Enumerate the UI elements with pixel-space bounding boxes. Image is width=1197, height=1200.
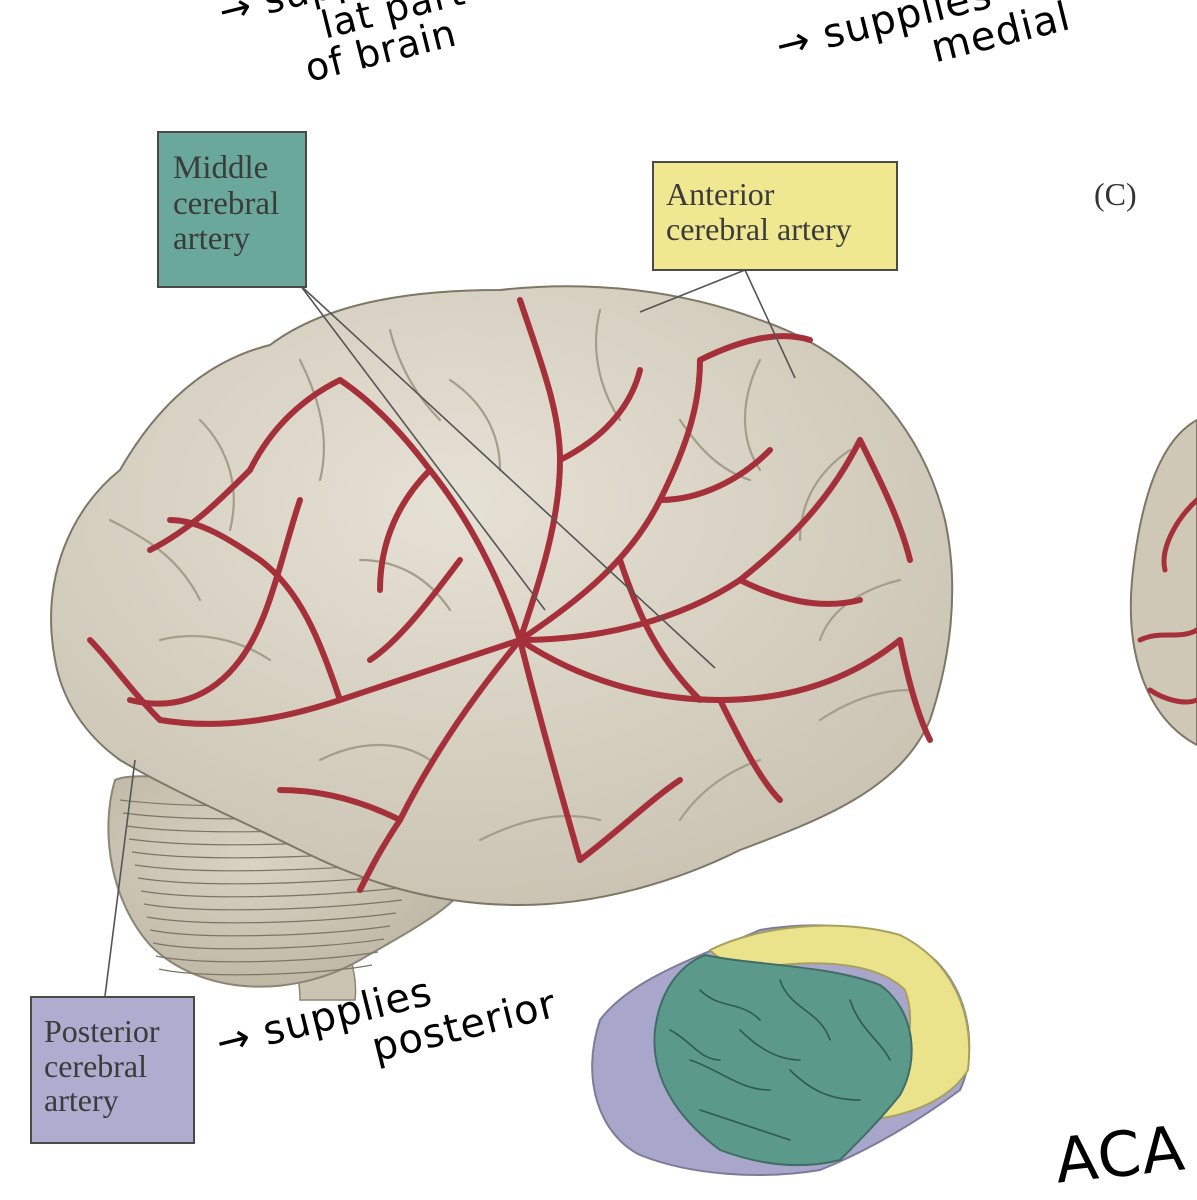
aca-label-line-1: Anterior bbox=[666, 177, 888, 212]
aca-abbreviation-note: ACA bbox=[1052, 1111, 1189, 1197]
middle-cerebral-artery-label: Middle cerebral artery bbox=[157, 131, 307, 288]
pca-label-line-3: artery bbox=[44, 1083, 187, 1118]
pca-label-line-1: Posterior bbox=[44, 1014, 187, 1049]
aca-label-line-2: cerebral artery bbox=[666, 212, 888, 247]
territory-map-brain bbox=[592, 925, 969, 1175]
pca-label-line-2: cerebral bbox=[44, 1049, 187, 1084]
mca-label-line-3: artery bbox=[173, 222, 297, 258]
mca-label-line-1: Middle bbox=[173, 151, 297, 187]
anterior-cerebral-artery-label: Anterior cerebral artery bbox=[652, 161, 898, 271]
mca-label-line-2: cerebral bbox=[173, 187, 297, 223]
posterior-cerebral-artery-label: Posterior cerebral artery bbox=[30, 996, 195, 1144]
panel-letter: (C) bbox=[1094, 176, 1137, 213]
